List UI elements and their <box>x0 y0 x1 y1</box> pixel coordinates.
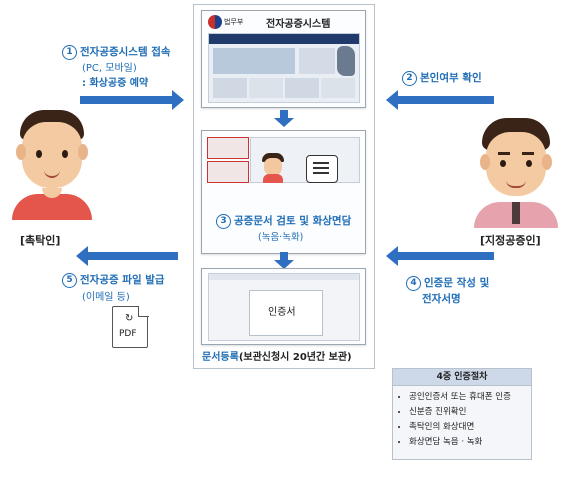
step3-sub: (녹음·녹화) <box>258 232 304 243</box>
down-arrow-icon <box>274 252 294 269</box>
notary-avatar <box>466 118 566 228</box>
system-title: 전자공증시스템 <box>266 19 331 30</box>
auth-item: 촉탁인의 화상대면 <box>409 420 531 435</box>
step1-line2: (PC, 모바일) <box>82 63 137 74</box>
arrow-left-icon <box>386 90 494 110</box>
pdf-file-icon: ↻ PDF <box>112 305 149 348</box>
pdf-label: PDF <box>119 329 137 339</box>
step2-label: 본인여부 확인 <box>420 72 482 84</box>
refresh-icon: ↻ <box>125 313 134 324</box>
ministry-logo-text: 법무부 <box>224 18 244 26</box>
step1-line3: : 화상공증 예약 <box>82 78 149 89</box>
auth-procedure-list: 공인인증서 또는 휴대폰 인증 신분증 진위확인 촉탁인의 화상대면 화상면담 … <box>393 390 531 450</box>
step4-label: 인증문 작성 및 <box>424 277 490 289</box>
step5-sub: (이메일 등) <box>82 292 130 303</box>
auth-procedure-title: 4중 인증절차 <box>393 369 531 386</box>
arrow-left-icon <box>76 246 178 266</box>
step5-number: 5 <box>62 273 77 288</box>
system-panel: 법무부 전자공증시스템 <box>201 10 366 108</box>
arrow-right-icon <box>80 90 184 110</box>
auth-item: 신분증 진위확인 <box>409 405 531 420</box>
step5-label: 전자공증 파일 발급 <box>80 274 165 286</box>
document-window <box>208 273 360 341</box>
video-thumb-1 <box>207 137 249 159</box>
auth-item: 공인인증서 또는 휴대폰 인증 <box>409 390 531 405</box>
arrow-left-icon <box>386 246 494 266</box>
system-screenshot <box>208 33 360 103</box>
client-label: [촉탁인] <box>20 234 61 247</box>
registration-rest: (보관신청시 20년간 보관) <box>238 352 352 363</box>
registration-caption: 문서등록(보관신청시 20년간 보관) <box>202 348 372 363</box>
client-avatar <box>2 110 102 220</box>
step1-label: 전자공증시스템 접속 <box>80 46 171 58</box>
certificate-text: 인증서 <box>268 307 296 318</box>
step3-number: 3 <box>216 214 231 229</box>
step4-line2: 전자서명 <box>422 293 461 305</box>
auth-item: 화상면담 녹음 · 녹화 <box>409 435 531 450</box>
scroll-document-icon <box>306 155 338 183</box>
step4-number: 4 <box>406 276 421 291</box>
auth-procedure-box: 4중 인증절차 공인인증서 또는 휴대폰 인증 신분증 진위확인 촉탁인의 화상… <box>392 368 532 460</box>
certificate-panel: 인증서 <box>201 268 366 345</box>
step1-number: 1 <box>62 45 77 60</box>
step3-label: 공증문서 검토 및 화상면담 <box>234 215 352 227</box>
ministry-logo <box>208 15 222 29</box>
registration-highlight: 문서등록 <box>202 352 239 363</box>
down-arrow-icon <box>274 110 294 127</box>
step2-number: 2 <box>402 71 417 86</box>
client-avatar-small <box>260 153 286 183</box>
notary-label: [지정공증인] <box>480 234 541 247</box>
video-thumb-2 <box>207 161 249 183</box>
